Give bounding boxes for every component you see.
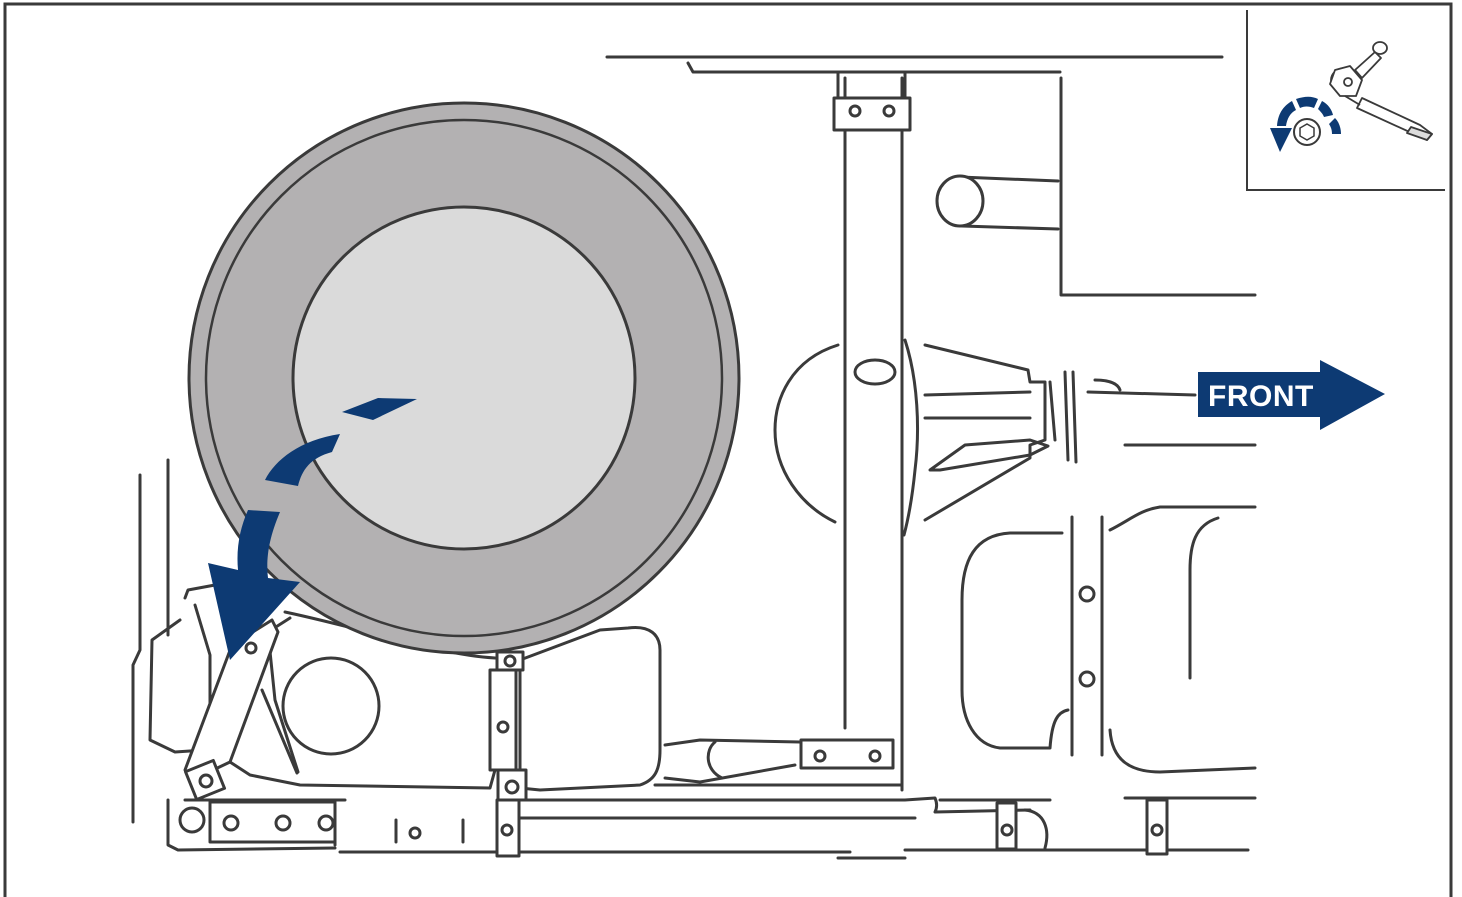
front-arrow-icon: FRONT — [1198, 360, 1385, 430]
vehicle-underbody — [131, 55, 1257, 860]
tire-wheel — [291, 205, 637, 551]
diagram-border — [3, 2, 1453, 897]
tool-inset — [1246, 10, 1445, 191]
tire-sidewall-line — [204, 118, 724, 638]
front-label: FRONT — [1208, 380, 1314, 413]
spare-tire — [187, 101, 741, 655]
ratchet-wrench-icon — [1329, 41, 1433, 141]
lower-spare-tire-arrow-icon — [208, 398, 417, 660]
counterclockwise-arrow-icon — [1270, 96, 1341, 152]
